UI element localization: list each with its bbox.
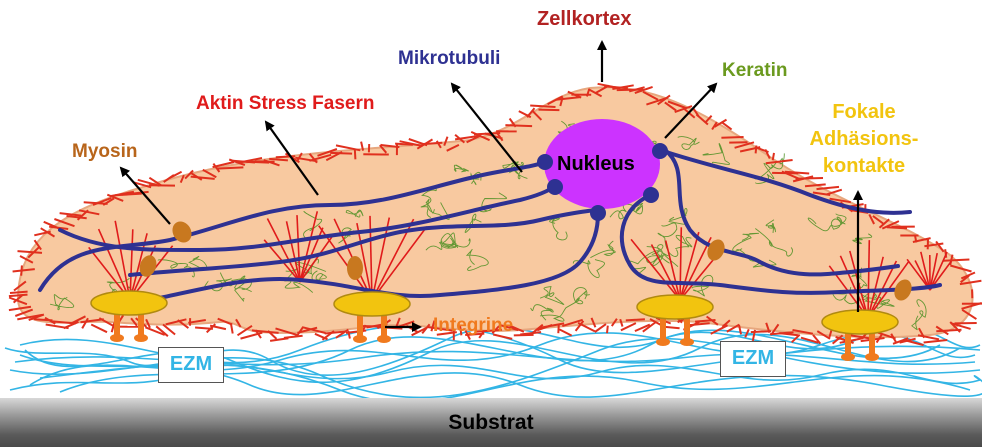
- cortex-actin-segment: [924, 340, 948, 343]
- label-myosin: Myosin: [72, 141, 137, 163]
- label-nukleus: Nukleus: [557, 153, 635, 175]
- focal-adhesion-plaque: [637, 295, 713, 319]
- cortex-actin-segment: [943, 260, 969, 261]
- cortex-actin-segment: [514, 335, 534, 336]
- cortex-actin-segment: [621, 323, 636, 330]
- integrin-foot: [865, 353, 879, 361]
- cortex-actin-segment: [505, 125, 532, 126]
- cortex-actin-segment: [773, 153, 774, 160]
- label-integrine: Integrine: [433, 315, 513, 337]
- focal-adhesion-plaque: [822, 310, 898, 334]
- cortex-actin-segment: [91, 325, 107, 333]
- label-fokale-adhaesionskontakte: Fokale Adhäsions- kontakte: [784, 99, 944, 180]
- cortex-actin-segment: [355, 149, 356, 159]
- cortex-actin-segment: [558, 324, 559, 333]
- focal-adhesion-plaque: [91, 291, 167, 315]
- cortex-actin-segment: [687, 323, 710, 325]
- integrin-foot: [134, 334, 148, 342]
- cortex-actin-segment: [559, 329, 571, 335]
- ezm-box-left: EZM: [158, 347, 224, 383]
- cortex-actin-segment: [217, 167, 244, 168]
- substrate-bar: Substrat: [0, 398, 982, 447]
- label-aktin-stress-fasern: Aktin Stress Fasern: [196, 93, 374, 115]
- cortex-actin-segment: [195, 328, 213, 329]
- label-keratin: Keratin: [722, 60, 787, 82]
- cortex-actin-segment: [10, 292, 28, 293]
- integrin-foot: [377, 335, 391, 343]
- integrin-foot: [110, 334, 124, 342]
- cortex-actin-segment: [607, 326, 608, 334]
- cortex-actin-segment: [34, 319, 53, 320]
- cortex-actin-segment: [330, 153, 352, 154]
- label-mikrotubuli: Mikrotubuli: [398, 48, 500, 70]
- cortex-actin-segment: [626, 319, 645, 320]
- label-zellkortex: Zellkortex: [537, 8, 631, 30]
- integrin-foot: [841, 353, 855, 361]
- cortex-actin-segment: [46, 325, 69, 329]
- cortex-actin-segment: [539, 110, 560, 111]
- integrin-foot: [680, 338, 694, 346]
- cortex-actin-segment: [270, 338, 288, 341]
- integrin-foot: [353, 335, 367, 343]
- focal-adhesion-plaque: [334, 292, 410, 316]
- cortex-actin-segment: [721, 137, 743, 138]
- cortex-actin-segment: [595, 324, 606, 332]
- integrin-foot: [656, 338, 670, 346]
- ezm-box-right: EZM: [720, 341, 786, 377]
- label-substrat: Substrat: [448, 411, 533, 434]
